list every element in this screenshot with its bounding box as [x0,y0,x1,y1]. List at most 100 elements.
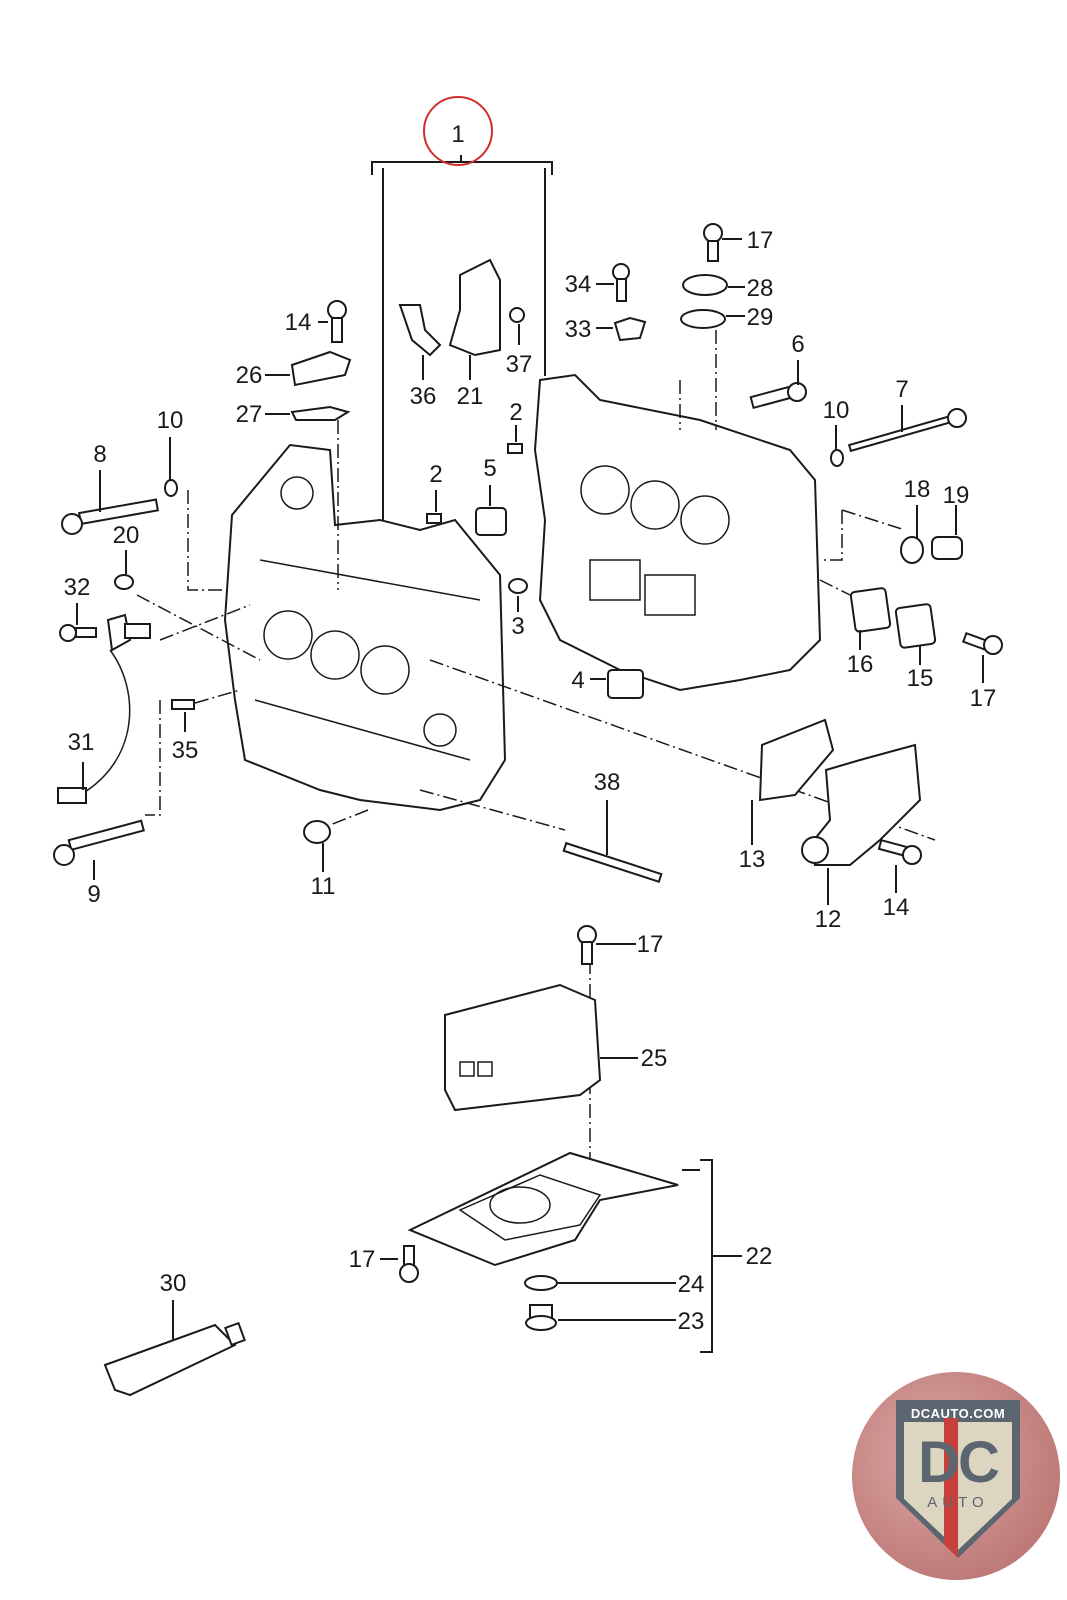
callout-10-right[interactable]: 10 [823,397,850,424]
crankcase-left-half[interactable] [223,443,507,812]
part-36-holder[interactable] [398,304,442,357]
part-38-stud[interactable] [562,841,663,883]
callout-21[interactable]: 21 [457,383,484,410]
logo-site-text: DCAUTO.COM [910,1406,1006,1421]
part-17-bolt-top[interactable] [703,223,723,262]
part-16-gasket[interactable] [849,587,892,633]
part-33-sensor[interactable] [613,316,647,342]
part-5-gasket[interactable] [475,507,507,536]
callout-2-left[interactable]: 2 [429,461,442,488]
logo-shield: DCAUTO.COM DC AUTO [896,1400,1020,1558]
callout-37[interactable]: 37 [506,351,533,378]
part-12-water-pump-housing[interactable] [801,743,922,866]
callout-17-baffle[interactable]: 17 [637,931,664,958]
part-15-cover[interactable] [894,603,937,649]
part-17-bolt-baffle[interactable] [577,925,597,965]
part-8-bolt[interactable] [61,498,160,535]
dcauto-logo[interactable]: DCAUTO.COM DC AUTO [852,1372,1060,1580]
part-30-sealant-tube[interactable] [103,1321,246,1397]
part-28-flange[interactable] [682,274,728,296]
logo-auto-text: AUTO [927,1494,989,1511]
callout-38[interactable]: 38 [594,769,621,796]
callout-8[interactable]: 8 [93,441,106,468]
part-2-dowel-right[interactable] [507,443,523,454]
callout-12[interactable]: 12 [815,906,842,933]
part-22-oil-pan[interactable] [407,1151,679,1267]
callout-32[interactable]: 32 [64,574,91,601]
callout-1[interactable]: 1 [451,121,464,148]
logo-stripe [944,1418,958,1558]
assembly-bracket-1: 1 [371,96,553,520]
callout-30[interactable]: 30 [160,1270,187,1297]
part-19-plug[interactable] [931,536,963,560]
part-10-oring-right[interactable] [830,449,844,467]
callout-24[interactable]: 24 [678,1271,705,1298]
callout-9[interactable]: 9 [87,881,100,908]
part-24-oring[interactable] [524,1275,558,1291]
part-34-bolt[interactable] [612,263,630,302]
callout-36[interactable]: 36 [410,383,437,410]
part-7-bolt[interactable] [847,408,967,453]
callout-15[interactable]: 15 [907,665,934,692]
part-29-gasket[interactable] [680,309,726,329]
callout-17-right[interactable]: 17 [970,685,997,712]
callout-18[interactable]: 18 [904,476,931,503]
callout-20[interactable]: 20 [113,522,140,549]
part-9-bolt[interactable] [53,819,145,866]
part-17-bolt-pan[interactable] [399,1245,419,1283]
part-32-screw[interactable] [59,624,97,642]
crankcase-right-half[interactable] [533,373,822,692]
callout-16[interactable]: 16 [847,651,874,678]
part-13-gasket[interactable] [758,718,835,802]
part-31-sensor[interactable] [57,613,151,804]
part-10-oring-left[interactable] [164,479,178,497]
part-3-sleeve[interactable] [508,578,528,594]
callout-25[interactable]: 25 [641,1045,668,1072]
part-27-plate[interactable] [290,405,351,421]
callout-17-pan[interactable]: 17 [349,1246,376,1273]
callout-33[interactable]: 33 [565,316,592,343]
callout-7[interactable]: 7 [895,376,908,403]
callout-34[interactable]: 34 [565,271,592,298]
callout-27[interactable]: 27 [236,401,263,428]
callout-3[interactable]: 3 [511,613,524,640]
callout-13[interactable]: 13 [739,846,766,873]
callout-labels: 8 10 20 32 31 35 9 11 38 14 26 27 36 21 … [64,227,997,1335]
callout-14-top[interactable]: 14 [285,309,312,336]
callout-2-right[interactable]: 2 [509,399,522,426]
part-20-sleeve[interactable] [114,574,134,590]
callout-17-top[interactable]: 17 [747,227,774,254]
callout-11[interactable]: 11 [311,873,336,900]
part-25-baffle[interactable] [444,983,602,1112]
part-2-dowel-left[interactable] [426,513,442,524]
callout-6[interactable]: 6 [791,331,804,358]
callout-19[interactable]: 19 [943,482,970,509]
callout-10-left[interactable]: 10 [157,407,184,434]
part-11-sleeve[interactable] [303,820,331,844]
highlight-circle [423,96,493,166]
part-6-bolt[interactable] [749,382,807,410]
callout-35[interactable]: 35 [172,737,199,764]
part-23-drain-plug[interactable] [525,1304,557,1331]
part-21-bracket[interactable] [448,258,501,357]
callout-22[interactable]: 22 [746,1243,773,1270]
callout-26[interactable]: 26 [236,362,263,389]
part-14-bolt-top[interactable] [327,300,347,343]
part-35-pin[interactable] [171,699,195,710]
alignment-lines [136,330,936,1170]
callout-31[interactable]: 31 [68,729,95,756]
part-37-nut[interactable] [509,307,525,323]
leader-lines [76,238,984,1340]
callout-23[interactable]: 23 [678,1308,705,1335]
callout-4[interactable]: 4 [571,667,584,694]
part-4-gasket[interactable] [607,669,644,699]
part-17-bolt-right[interactable] [962,631,1003,655]
part-14-bolt-right[interactable] [877,838,922,865]
callout-5[interactable]: 5 [483,455,496,482]
callout-28[interactable]: 28 [747,275,774,302]
callout-29[interactable]: 29 [747,304,774,331]
part-26-bracket[interactable] [290,350,352,387]
callout-14-right[interactable]: 14 [883,894,910,921]
part-18-oring[interactable] [900,536,924,564]
